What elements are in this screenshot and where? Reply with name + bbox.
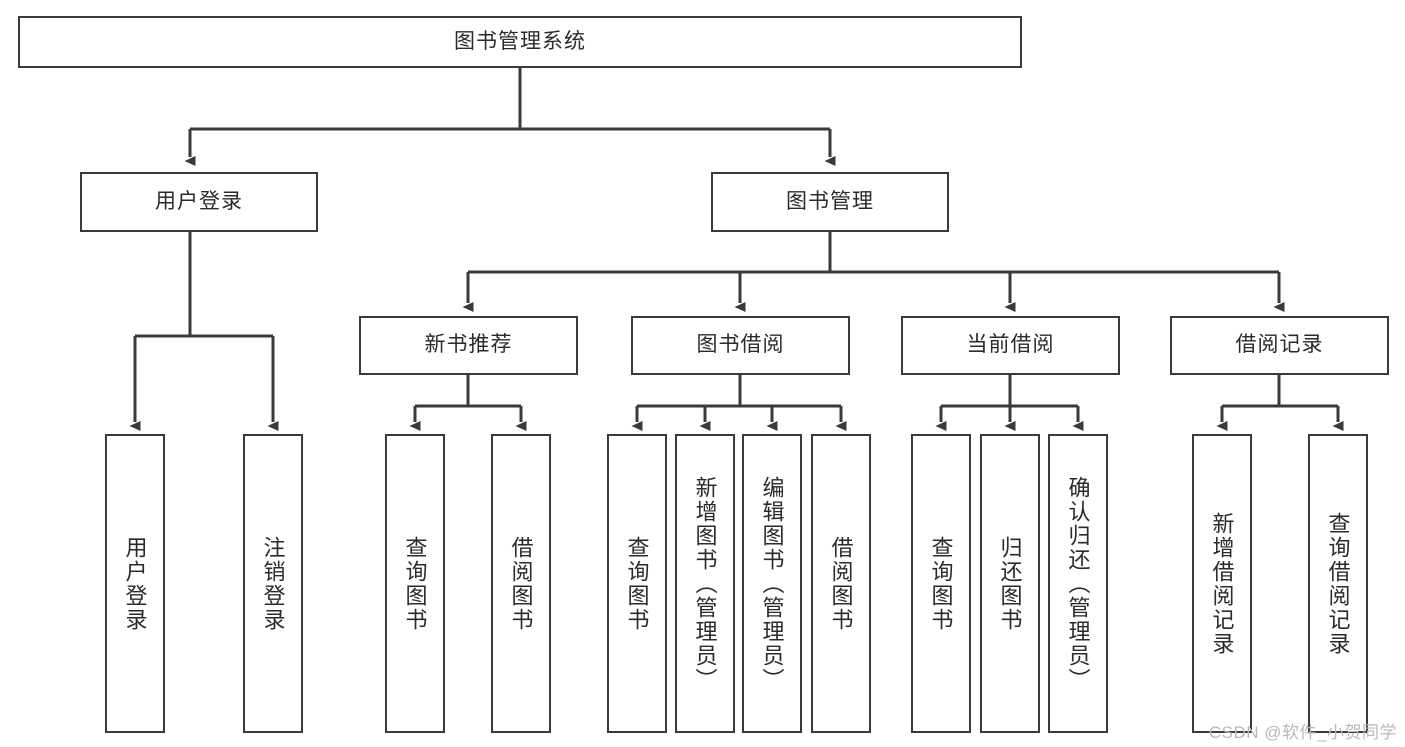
node-book-management[interactable]: 图书管理 [711, 172, 949, 232]
leaf-record-query-borrow-record[interactable]: 查询借阅记录 [1308, 434, 1368, 733]
node-label: 图书管理系统 [454, 29, 586, 53]
node-user-login[interactable]: 用户登录 [80, 172, 318, 232]
node-label: 查询图书 [928, 535, 954, 632]
node-label: 新增借阅记录 [1209, 511, 1235, 656]
node-label: 归还图书 [997, 535, 1023, 632]
leaf-current-confirm-return-admin[interactable]: 确认归还（管理员） [1048, 434, 1108, 733]
node-label: 查询借阅记录 [1325, 511, 1351, 656]
leaf-new-book-borrow-book[interactable]: 借阅图书 [491, 434, 551, 733]
leaf-borrow-borrow-book[interactable]: 借阅图书 [811, 434, 871, 733]
leaf-current-query-book[interactable]: 查询图书 [911, 434, 971, 733]
node-new-book-recommendation[interactable]: 新书推荐 [359, 316, 578, 375]
node-label: 图书管理 [786, 189, 874, 213]
node-label: 借阅图书 [508, 535, 534, 632]
node-label: 当前借阅 [966, 333, 1055, 357]
leaf-borrow-query-book[interactable]: 查询图书 [607, 434, 667, 733]
node-label: 新书推荐 [424, 333, 513, 357]
node-label: 借阅记录 [1235, 333, 1324, 357]
leaf-user-login-login[interactable]: 用户登录 [105, 434, 165, 733]
node-label: 确认归还（管理员） [1065, 475, 1091, 692]
leaf-record-add-borrow-record[interactable]: 新增借阅记录 [1192, 434, 1252, 733]
node-label: 图书借阅 [696, 333, 785, 357]
node-book-borrowing[interactable]: 图书借阅 [631, 316, 850, 375]
node-label: 查询图书 [402, 535, 428, 632]
node-label: 新增图书（管理员） [692, 475, 718, 692]
csdn-watermark: CSDN @软件_小贺同学 [1208, 723, 1397, 742]
node-label: 借阅图书 [828, 535, 854, 632]
node-label: 注销登录 [260, 535, 286, 632]
node-current-borrowing[interactable]: 当前借阅 [901, 316, 1120, 375]
leaf-new-book-query-book[interactable]: 查询图书 [385, 434, 445, 733]
node-label: 编辑图书（管理员） [759, 475, 785, 692]
node-label: 用户登录 [155, 189, 243, 213]
leaf-borrow-edit-book-admin[interactable]: 编辑图书（管理员） [742, 434, 802, 733]
node-borrow-records[interactable]: 借阅记录 [1170, 316, 1389, 375]
node-label: 查询图书 [624, 535, 650, 632]
node-label: 用户登录 [122, 535, 148, 632]
leaf-current-return-book[interactable]: 归还图书 [980, 434, 1040, 733]
node-root-system[interactable]: 图书管理系统 [18, 16, 1022, 68]
leaf-borrow-add-book-admin[interactable]: 新增图书（管理员） [675, 434, 735, 733]
leaf-user-login-logout[interactable]: 注销登录 [243, 434, 303, 733]
